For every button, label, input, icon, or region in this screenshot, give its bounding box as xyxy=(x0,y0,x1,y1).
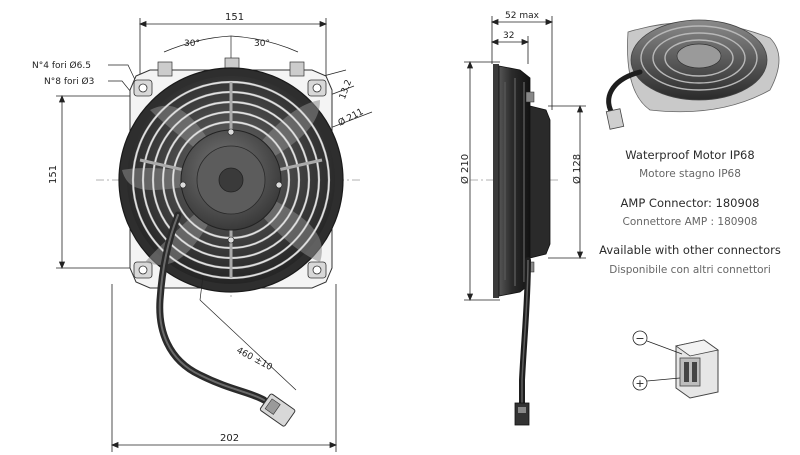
cable-connector xyxy=(259,393,296,427)
grille-spokes xyxy=(139,82,323,278)
amp-connector-detail: − + xyxy=(632,330,719,399)
info-connector-en: AMP Connector: 180908 xyxy=(620,196,760,210)
holes-4-label: N°4 fori Ø6.5 xyxy=(32,60,91,71)
height-dim-label: 151 xyxy=(48,165,59,184)
cable-length-label: 460 ±10 xyxy=(235,346,274,373)
plus-terminal-icon xyxy=(632,375,648,391)
outer-diameter-dimension xyxy=(464,60,500,302)
depth-label: 32 xyxy=(503,31,514,41)
side-connector xyxy=(514,402,530,426)
motor-diameter-label: Ø 128 xyxy=(571,154,583,184)
bolt-circle-label: Ø 211 xyxy=(336,106,365,128)
fan-side-silhouette xyxy=(493,64,551,426)
holes-8-label: N°8 fori Ø3 xyxy=(44,76,94,87)
mount-hole xyxy=(312,265,322,275)
outer-diameter-label: Ø 210 xyxy=(459,154,471,184)
height-dimension xyxy=(56,94,140,270)
motor-diameter-dimension xyxy=(548,104,586,260)
info-waterproof-it: Motore stagno IP68 xyxy=(639,168,741,180)
overall-width-label: 202 xyxy=(220,433,239,444)
info-connector-it: Connettore AMP : 180908 xyxy=(622,216,758,228)
info-waterproof-en: Waterproof Motor IP68 xyxy=(625,148,755,162)
width-dimension xyxy=(138,18,328,90)
depth-dimensions xyxy=(490,16,554,110)
overall-width-dimension xyxy=(110,284,338,452)
fan-photo xyxy=(605,19,780,130)
max-depth-label: 52 max xyxy=(505,11,540,21)
side-view: 52 max 32 Ø 210 Ø 128 xyxy=(459,11,586,426)
mount-hole xyxy=(138,83,148,93)
cable-length-dimension xyxy=(199,275,297,391)
minus-symbol: − xyxy=(635,332,644,345)
width-dim-label: 151 xyxy=(225,12,244,23)
plus-symbol: + xyxy=(635,377,644,390)
angle-right-label: 30° xyxy=(254,39,270,49)
fan-cable xyxy=(156,211,268,404)
minus-terminal-icon xyxy=(632,330,648,346)
info-other-connectors-it: Disponibile con altri connettori xyxy=(609,264,771,276)
mount-hole xyxy=(138,265,148,275)
offset-dim-label: 13.2 xyxy=(338,78,354,100)
angle-left-label: 30° xyxy=(184,39,200,49)
info-other-connectors-en: Available with other connectors xyxy=(599,243,781,257)
mount-hole xyxy=(312,83,322,93)
front-view: 151 30° 30° N°4 fori Ø6.5 N°8 fori Ø3 13… xyxy=(32,12,373,452)
fan-shroud xyxy=(118,67,344,293)
